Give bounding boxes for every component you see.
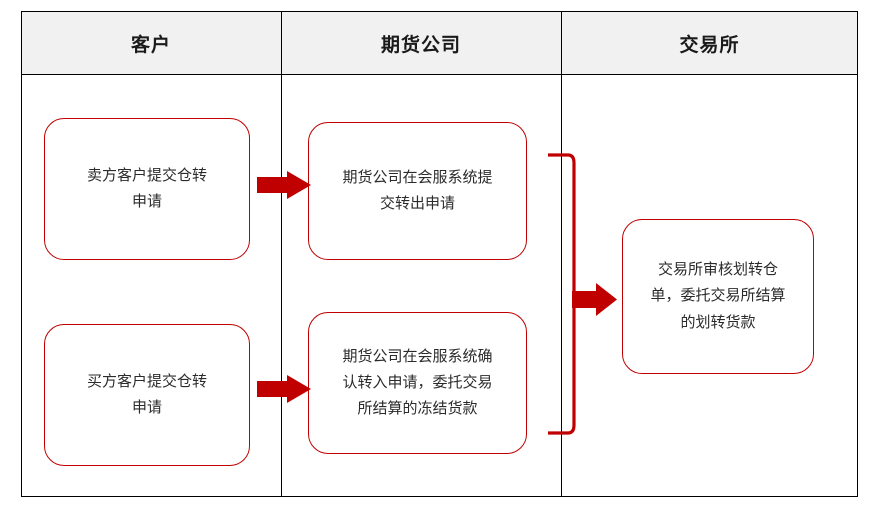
node-seller-request-line-2: 申请 [131, 193, 162, 210]
column-header-row [21, 11, 858, 75]
node-fc-transfer-out-line-1: 期货公司在会服系统提 [342, 168, 493, 186]
right-arrow-icon-buyer-to-fc [257, 375, 311, 403]
node-fc-transfer-in-line-1: 期货公司在会服系统确 [342, 347, 493, 365]
node-fc-transfer-out-line-2: 交转出申请 [379, 195, 455, 212]
node-fc-transfer-in-line-2: 认转入申请，委托交易 [342, 373, 493, 391]
node-exchange-review-line-2: 单，委托交易所结算 [650, 287, 786, 305]
node-seller-request-line-1: 卖方客户提交仓转 [86, 166, 207, 184]
node-buyer-request-line-1: 买方客户提交仓转 [86, 372, 207, 390]
right-arrow-icon-seller-to-fc [257, 171, 311, 199]
node-fc-transfer-in-line-3: 所结算的冻结货款 [357, 400, 478, 418]
column-header-exchange: 交易所 [679, 34, 740, 56]
node-fc-transfer-in: 期货公司在会服系统确 认转入申请，委托交易 所结算的冻结货款 [308, 312, 527, 454]
node-exchange-review-line-3: 的划转货款 [680, 313, 756, 331]
column-header-futures-company: 期货公司 [380, 34, 461, 56]
node-seller-request: 卖方客户提交仓转 申请 [44, 118, 250, 260]
column-divider-2 [561, 11, 562, 497]
right-arrow-icon-fc-to-exchange [572, 283, 617, 316]
column-divider-1 [281, 11, 282, 497]
node-exchange-review-line-1: 交易所审核划转仓 [657, 261, 778, 279]
node-buyer-request-line-2: 申请 [131, 399, 162, 416]
node-exchange-review: 交易所审核划转仓 单，委托交易所结算 的划转货款 [622, 219, 814, 374]
table-frame [21, 11, 858, 497]
node-buyer-request: 买方客户提交仓转 申请 [44, 324, 250, 466]
column-header-customer: 客户 [130, 34, 171, 56]
node-fc-transfer-out: 期货公司在会服系统提 交转出申请 [308, 122, 527, 260]
